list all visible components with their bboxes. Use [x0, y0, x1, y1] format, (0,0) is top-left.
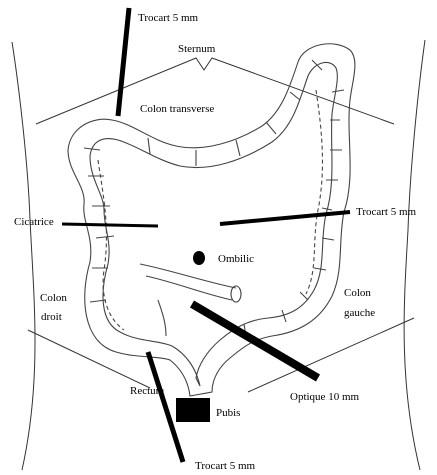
- label-trocart-top: Trocart 5 mm: [138, 12, 199, 24]
- cicatrice-line: [62, 224, 158, 226]
- pubis-marker: [176, 398, 210, 422]
- label-colon-droit-2: droit: [41, 311, 62, 323]
- label-colon-droit-1: Colon: [40, 292, 67, 304]
- trocart-right-line: [220, 212, 350, 224]
- label-pubis: Pubis: [216, 407, 240, 419]
- label-cicatrice: Cicatrice: [14, 216, 54, 228]
- colon: [68, 44, 355, 396]
- label-colon-gauche-2: gauche: [344, 307, 375, 319]
- ombilic-marker: [193, 251, 205, 265]
- labels: Trocart 5 mm Sternum Colon transverse Ci…: [14, 12, 417, 472]
- label-ombilic: Ombilic: [218, 253, 254, 265]
- label-trocart-bottom: Trocart 5 mm: [195, 460, 256, 472]
- label-trocart-right: Trocart 5 mm: [356, 206, 417, 218]
- label-colon-transverse: Colon transverse: [140, 103, 214, 115]
- label-optique: Optique 10 mm: [290, 391, 359, 403]
- label-colon-gauche-1: Colon: [344, 287, 371, 299]
- optique-line: [192, 304, 318, 378]
- label-rectum: Rectum: [130, 385, 165, 397]
- label-sternum: Sternum: [178, 43, 216, 55]
- trocart-top-line: [118, 8, 129, 116]
